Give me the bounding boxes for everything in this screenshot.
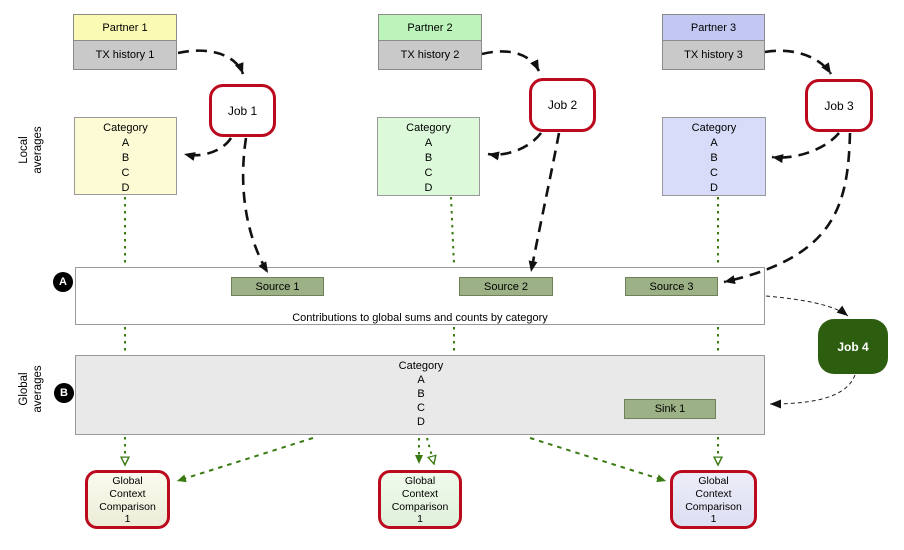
arrow-job2-to-source2 xyxy=(528,132,561,273)
source-node-2: Source 2 xyxy=(459,277,553,296)
tx-history-box-2: TX history 2 xyxy=(378,41,482,70)
source-node-3: Source 3 xyxy=(625,277,718,296)
category-item: C xyxy=(710,167,718,179)
arrow-tx1-to-job1 xyxy=(177,49,245,75)
arrow-job3-to-category3 xyxy=(771,132,840,164)
global-context-comparison-3: Global Context Comparison 1 xyxy=(670,470,757,529)
comparison-line: Global xyxy=(404,475,436,487)
arrow-job1-to-source1 xyxy=(241,137,270,274)
partner-box-3: Partner 3 xyxy=(662,14,765,41)
category-box-1: Category A B C D xyxy=(74,117,177,195)
arrow-job1-to-category1 xyxy=(183,137,233,161)
category-title-1: Category xyxy=(103,122,148,134)
category-box-2: Category A B C D xyxy=(377,117,480,196)
flow-rowb-to-comparison3-diagonal xyxy=(529,437,667,483)
category-item: A xyxy=(424,137,433,149)
category-item: B xyxy=(710,152,718,164)
category-item: B xyxy=(121,152,130,164)
local-averages-line1: Local xyxy=(18,136,30,164)
row-a-panel: Source 1 Source 2 Source 3 Contributions… xyxy=(75,267,765,325)
flow-category2-to-rowa xyxy=(450,196,455,266)
category-title-3: Category xyxy=(691,122,737,134)
row-b-panel: Category A B C D Sink 1 xyxy=(75,355,765,435)
comparison-line: 1 xyxy=(710,513,717,526)
arrow-rowa-to-job4 xyxy=(765,295,849,317)
category-item: C xyxy=(121,167,130,179)
row-b-category-list: Category A B C D xyxy=(371,359,471,429)
category-item: D xyxy=(121,182,130,194)
badge-a: A xyxy=(53,272,73,292)
category-item: C xyxy=(417,402,425,414)
comparison-line: 1 xyxy=(124,513,131,526)
job-node-3: Job 3 xyxy=(805,79,873,132)
tx-history-box-3: TX history 3 xyxy=(662,41,765,70)
badge-b: B xyxy=(54,383,74,403)
comparison-line: Global xyxy=(698,475,729,487)
partner-box-1: Partner 1 xyxy=(73,14,177,41)
category-item: D xyxy=(417,416,425,428)
global-averages-line2: averages xyxy=(31,365,44,413)
category-item: A xyxy=(121,137,130,149)
tx-history-box-1: TX history 1 xyxy=(73,41,177,70)
job-node-4: Job 4 xyxy=(818,319,888,374)
local-averages-label: Local averages xyxy=(18,118,46,182)
partner-box-2: Partner 2 xyxy=(378,14,482,41)
flow-rowb-to-comparison1-diagonal xyxy=(176,437,314,483)
global-context-comparison-2: Global Context Comparison 1 xyxy=(378,470,462,529)
category-item: D xyxy=(710,182,718,194)
global-averages-line1: Global xyxy=(18,372,30,406)
category-title-2: Category xyxy=(406,122,451,134)
comparison-line: Context xyxy=(695,487,732,500)
comparison-line: Context xyxy=(401,487,439,500)
comparison-line: 1 xyxy=(417,513,423,526)
global-context-comparison-1: Global Context Comparison 1 xyxy=(85,470,170,529)
job-node-1: Job 1 xyxy=(209,84,276,137)
global-averages-label: Global averages xyxy=(18,357,46,421)
sink-node-1: Sink 1 xyxy=(624,399,716,419)
local-averages-line2: averages xyxy=(31,126,44,174)
source-node-1: Source 1 xyxy=(231,277,324,296)
comparison-line: Global xyxy=(112,475,143,487)
category-item: C xyxy=(424,167,433,179)
category-item: A xyxy=(710,137,718,149)
arrow-job4-to-rowb xyxy=(769,374,856,409)
comparison-line: Comparison xyxy=(99,500,156,513)
category-item: B xyxy=(424,152,433,164)
arrow-tx2-to-job2 xyxy=(481,50,541,72)
row-a-caption: Contributions to global sums and counts … xyxy=(292,312,548,324)
comparison-line: Context xyxy=(109,487,146,500)
job-node-2: Job 2 xyxy=(529,78,596,132)
category-item: A xyxy=(417,374,425,386)
arrow-tx3-to-job3 xyxy=(764,49,833,75)
arrow-job2-to-category2 xyxy=(487,132,543,161)
flow-rowb-to-comparison2 xyxy=(426,437,434,464)
comparison-line: Comparison xyxy=(391,500,449,513)
category-item: D xyxy=(424,182,433,194)
category-item: B xyxy=(417,388,425,400)
comparison-line: Comparison xyxy=(685,500,742,513)
category-box-3: Category A B C D xyxy=(662,117,766,196)
row-b-category-title: Category xyxy=(398,360,444,372)
